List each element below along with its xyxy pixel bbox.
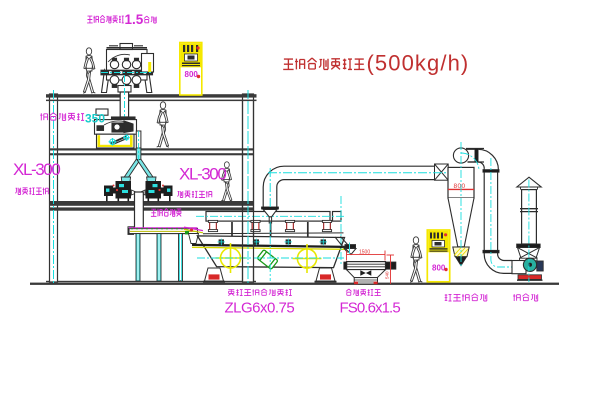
svg-text:800: 800 xyxy=(432,264,446,273)
svg-text:350: 350 xyxy=(85,112,105,126)
svg-text:XL-300: XL-300 xyxy=(179,165,226,184)
svg-text:1500: 1500 xyxy=(359,250,370,256)
svg-text:800: 800 xyxy=(185,70,199,79)
svg-text:1.5: 1.5 xyxy=(125,12,144,27)
svg-text:540: 540 xyxy=(385,271,390,279)
svg-text:XL-300: XL-300 xyxy=(13,160,60,179)
svg-text:(500kg/h): (500kg/h) xyxy=(367,51,470,76)
svg-text:FS0.6x1.5: FS0.6x1.5 xyxy=(340,300,401,317)
svg-text:ZLG6x0.75: ZLG6x0.75 xyxy=(225,300,295,317)
svg-text:800: 800 xyxy=(454,183,466,190)
